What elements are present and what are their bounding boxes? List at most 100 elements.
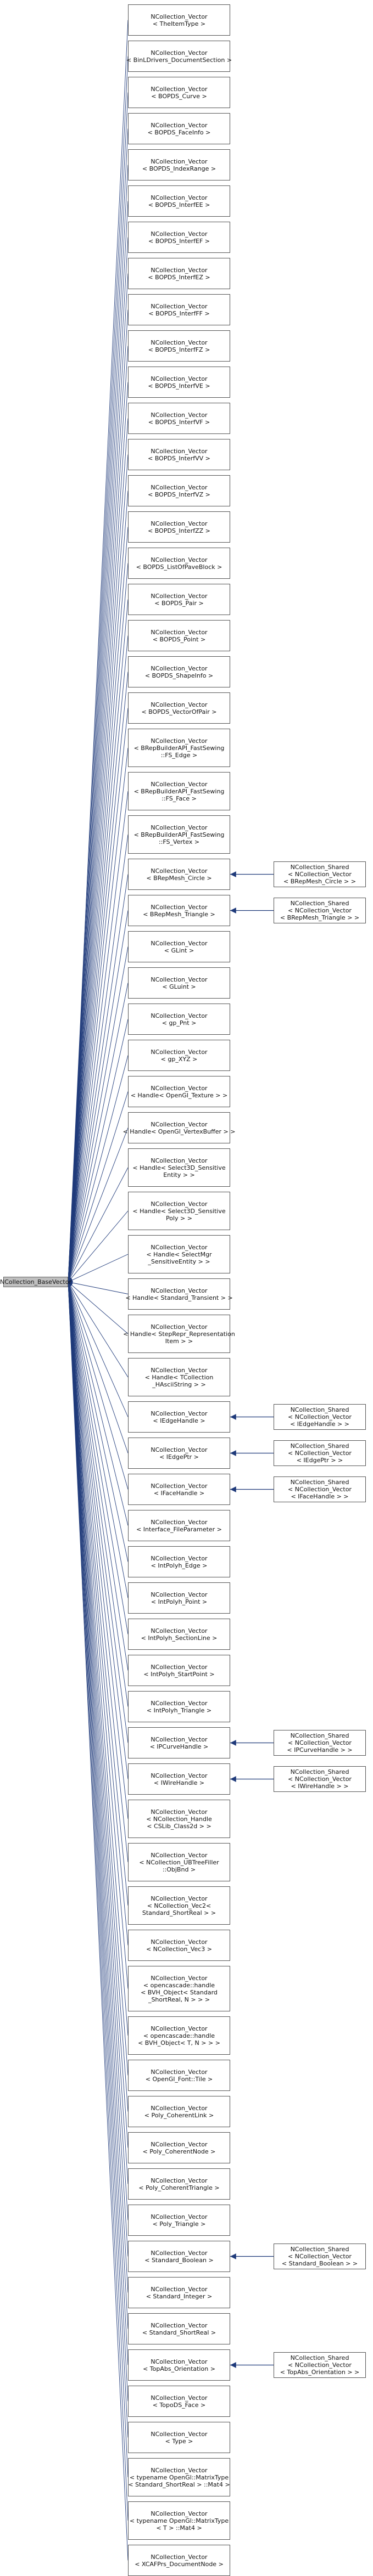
class-node-vector-handle-tcollection[interactable]: NCollection_Vector< Handle< TCollection_…: [128, 1358, 230, 1396]
class-node-ncollection-basevector[interactable]: NCollection_BaseVector: [0, 1277, 71, 1287]
class-node-vector-bopds-interfvz[interactable]: NCollection_Vector< BOPDS_InterfVZ >: [128, 475, 230, 506]
inheritance-edge-0: [66, 20, 129, 1282]
class-node-vector-theitemtype-label: NCollection_Vector: [151, 13, 208, 20]
class-node-vector-bopds-interfff[interactable]: NCollection_Vector< BOPDS_InterfFF >: [128, 294, 230, 325]
class-node-vector-intpolyh-startpoint[interactable]: NCollection_Vector< IntPolyh_StartPoint …: [128, 1655, 230, 1686]
class-node-vector-iedgehandle[interactable]: NCollection_Vector< IEdgeHandle >: [128, 1401, 230, 1433]
class-node-vector-bopds-faceinfo[interactable]: NCollection_Vector< BOPDS_FaceInfo >: [128, 113, 230, 144]
class-node-vector-opencascade-handle[interactable]: NCollection_Vector< opencascade::handle<…: [128, 1966, 230, 2011]
class-node-vector-brepbuilderapi-fastsewing-label: < BRepBuilderAPI_FastSewing: [133, 787, 225, 795]
class-node-vector-handle-opengl-vertexbuffer[interactable]: NCollection_Vector< Handle< OpenGl_Verte…: [123, 1112, 235, 1143]
class-node-vector-brepmesh-triangle[interactable]: NCollection_Vector< BRepMesh_Triangle >: [128, 895, 230, 926]
class-node-vector-bopds-interfzz[interactable]: NCollection_Vector< BOPDS_InterfZZ >: [128, 511, 230, 543]
class-node-vector-ncollection-handle[interactable]: NCollection_Vector< NCollection_Handle< …: [128, 1800, 230, 1838]
class-node-shared-iwirehandle[interactable]: NCollection_Shared< NCollection_Vector< …: [274, 1766, 366, 1792]
class-node-vector-typename-opengl-matrixtype[interactable]: NCollection_Vector< typename OpenGl::Mat…: [128, 2458, 230, 2496]
inheritance-edge-61: [66, 1282, 129, 2329]
inheritance-edge-56: [66, 1282, 129, 2148]
class-node-shared-iwirehandle-label: < IWireHandle > >: [291, 1783, 349, 1790]
class-node-vector-bopds-interfve[interactable]: NCollection_Vector< BOPDS_InterfVE >: [128, 367, 230, 398]
class-node-shared-standard-boolean[interactable]: NCollection_Shared< NCollection_Vector< …: [274, 2244, 366, 2269]
class-node-vector-ncollection-vec3[interactable]: NCollection_Vector< NCollection_Vec3 >: [128, 1930, 230, 1961]
class-node-vector-opencascade-handle-label: < BVH_Object< T, N > > >: [138, 2039, 220, 2047]
class-node-vector-ifacehandle[interactable]: NCollection_Vector< IFaceHandle >: [128, 1474, 230, 1505]
class-node-vector-bopds-interfee[interactable]: NCollection_Vector< BOPDS_InterfEE >: [128, 185, 230, 217]
class-node-vector-bopds-curve[interactable]: NCollection_Vector< BOPDS_Curve >: [128, 77, 230, 108]
class-node-vector-bopds-interfvf[interactable]: NCollection_Vector< BOPDS_InterfVF >: [128, 403, 230, 434]
class-node-vector-poly-coherenttriangle[interactable]: NCollection_Vector< Poly_CoherentTriangl…: [128, 2168, 230, 2200]
class-node-vector-poly-coherentlink-label: < Poly_CoherentLink >: [144, 2111, 214, 2119]
class-node-shared-topabs-orientation[interactable]: NCollection_Shared< NCollection_Vector< …: [274, 2352, 366, 2378]
class-node-vector-bopds-pair[interactable]: NCollection_Vector< BOPDS_Pair >: [128, 584, 230, 615]
class-node-vector-binldrivers-documentsection[interactable]: NCollection_Vector< BinLDrivers_Document…: [126, 41, 232, 72]
class-node-vector-handle-selectmgr[interactable]: NCollection_Vector< Handle< SelectMgr_Se…: [128, 1235, 230, 1273]
class-node-vector-intpolyh-edge[interactable]: NCollection_Vector< IntPolyh_Edge >: [128, 1546, 230, 1577]
class-node-vector-topabs-orientation[interactable]: NCollection_Vector< TopAbs_Orientation >: [128, 2349, 230, 2381]
class-node-vector-standard-boolean[interactable]: NCollection_Vector< Standard_Boolean >: [128, 2241, 230, 2272]
inheritance-edge-20: [66, 747, 129, 1282]
class-node-vector-gp-xyz-label: NCollection_Vector: [151, 1048, 208, 1056]
class-node-vector-opencascade-handle[interactable]: NCollection_Vector< opencascade::handle<…: [128, 2016, 230, 2055]
class-node-vector-bopds-shapeinfo[interactable]: NCollection_Vector< BOPDS_ShapeInfo >: [128, 656, 230, 687]
class-node-shared-ipcurvehandle-label: < NCollection_Vector: [288, 1739, 352, 1746]
class-node-vector-intpolyh-triangle[interactable]: NCollection_Vector< IntPolyh_Triangle >: [128, 1691, 230, 1722]
class-node-vector-bopds-interfve-label: < BOPDS_InterfVE >: [148, 382, 210, 390]
class-node-vector-handle-select3d-sensitive[interactable]: NCollection_Vector< Handle< Select3D_Sen…: [128, 1148, 230, 1187]
class-node-vector-handle-opengl-texture[interactable]: NCollection_Vector< Handle< OpenGl_Textu…: [128, 1076, 230, 1107]
class-node-shared-brepmesh-circle[interactable]: NCollection_Shared< NCollection_Vector< …: [274, 861, 366, 887]
class-node-vector-topods-face[interactable]: NCollection_Vector< TopoDS_Face >: [128, 2386, 230, 2417]
class-node-shared-iedgehandle-label: < IEdgeHandle > >: [290, 1421, 349, 1428]
class-node-vector-opencascade-handle-label: < opencascade::handle: [143, 2032, 215, 2039]
class-node-vector-intpolyh-sectionline[interactable]: NCollection_Vector< IntPolyh_SectionLine…: [128, 1619, 230, 1650]
class-node-shared-ifacehandle[interactable]: NCollection_Shared< NCollection_Vector< …: [274, 1476, 366, 1502]
class-node-vector-gluint[interactable]: NCollection_Vector< GLuint >: [128, 967, 230, 999]
class-node-vector-gp-pnt[interactable]: NCollection_Vector< gp_Pnt >: [128, 1004, 230, 1035]
class-node-shared-iedgeptr[interactable]: NCollection_Shared< NCollection_Vector< …: [274, 1440, 366, 1466]
class-node-vector-bopds-interfez[interactable]: NCollection_Vector< BOPDS_InterfEZ >: [128, 258, 230, 289]
class-node-vector-handle-steprepr-representation-label: Item > >: [165, 1337, 193, 1345]
class-node-shared-iedgehandle[interactable]: NCollection_Shared< NCollection_Vector< …: [274, 1404, 366, 1430]
class-node-vector-brepbuilderapi-fastsewing[interactable]: NCollection_Vector< BRepBuilderAPI_FastS…: [128, 772, 230, 810]
class-node-vector-handle-standard-transient[interactable]: NCollection_Vector< Handle< Standard_Tra…: [125, 1278, 233, 1310]
class-node-vector-opengl-font-tile[interactable]: NCollection_Vector< OpenGl_Font::Tile >: [128, 2060, 230, 2091]
class-node-vector-opengl-font-tile-label: NCollection_Vector: [151, 2068, 208, 2076]
class-node-vector-poly-coherentnode[interactable]: NCollection_Vector< Poly_CoherentNode >: [128, 2132, 230, 2163]
class-node-vector-brepmesh-circle[interactable]: NCollection_Vector< BRepMesh_Circle >: [128, 859, 230, 890]
class-node-vector-standard-integer[interactable]: NCollection_Vector< Standard_Integer >: [128, 2277, 230, 2308]
inheritance-edge-67: [66, 1282, 129, 2561]
class-node-vector-ncollection-ubtreefiller[interactable]: NCollection_Vector< NCollection_UBTreeFi…: [128, 1843, 230, 1881]
class-node-vector-poly-triangle[interactable]: NCollection_Vector< Poly_Triangle >: [128, 2205, 230, 2236]
class-node-vector-ncollection-vec2[interactable]: NCollection_Vector< NCollection_Vec2<Sta…: [128, 1886, 230, 1925]
class-node-vector-handle-select3d-sensitive[interactable]: NCollection_Vector< Handle< Select3D_Sen…: [128, 1192, 230, 1230]
class-node-vector-brepbuilderapi-fastsewing[interactable]: NCollection_Vector< BRepBuilderAPI_FastS…: [128, 729, 230, 767]
class-node-shared-brepmesh-triangle[interactable]: NCollection_Shared< NCollection_Vector< …: [274, 898, 366, 923]
class-node-vector-iwirehandle[interactable]: NCollection_Vector< IWireHandle >: [128, 1763, 230, 1795]
class-node-vector-bopds-indexrange[interactable]: NCollection_Vector< BOPDS_IndexRange >: [128, 149, 230, 181]
class-node-vector-bopds-vectorofpair[interactable]: NCollection_Vector< BOPDS_VectorOfPair >: [128, 692, 230, 724]
class-node-vector-poly-coherentlink[interactable]: NCollection_Vector< Poly_CoherentLink >: [128, 2096, 230, 2127]
class-node-vector-handle-steprepr-representation[interactable]: NCollection_Vector< Handle< StepRepr_Rep…: [123, 1315, 235, 1353]
class-node-vector-bopds-point[interactable]: NCollection_Vector< BOPDS_Point >: [128, 620, 230, 651]
class-node-vector-bopds-interffz[interactable]: NCollection_Vector< BOPDS_InterfFZ >: [128, 330, 230, 362]
class-node-vector-ipcurvehandle[interactable]: NCollection_Vector< IPCurveHandle >: [128, 1727, 230, 1758]
inheritance-edge-41: [66, 1282, 129, 1562]
class-node-vector-gp-xyz[interactable]: NCollection_Vector< gp_XYZ >: [128, 1040, 230, 1071]
class-node-vector-intpolyh-point[interactable]: NCollection_Vector< IntPolyh_Point >: [128, 1582, 230, 1614]
class-node-vector-interface-fileparameter[interactable]: NCollection_Vector< Interface_FileParame…: [128, 1510, 230, 1541]
class-node-vector-brepbuilderapi-fastsewing[interactable]: NCollection_Vector< BRepBuilderAPI_FastS…: [128, 815, 230, 854]
class-node-vector-theitemtype[interactable]: NCollection_Vector< TheItemType >: [128, 4, 230, 36]
class-node-vector-iedgeptr[interactable]: NCollection_Vector< IEdgePtr >: [128, 1438, 230, 1469]
class-node-vector-standard-shortreal[interactable]: NCollection_Vector< Standard_ShortReal >: [128, 2313, 230, 2344]
inheritance-edge-31: [68, 1167, 129, 1282]
class-node-vector-xcafprs-documentnode[interactable]: NCollection_Vector< XCAFPrs_DocumentNode…: [128, 2545, 230, 2576]
class-node-vector-type[interactable]: NCollection_Vector< Type >: [128, 2422, 230, 2453]
class-node-vector-interface-fileparameter-label: NCollection_Vector: [151, 1518, 208, 1526]
class-node-vector-bopds-interfvv[interactable]: NCollection_Vector< BOPDS_InterfVV >: [128, 439, 230, 470]
class-node-vector-opencascade-handle-label: < BVH_Object< Standard: [141, 1988, 218, 1996]
class-node-vector-glint-label: NCollection_Vector: [151, 939, 208, 947]
class-node-vector-typename-opengl-matrixtype[interactable]: NCollection_Vector< typename OpenGl::Mat…: [128, 2501, 230, 2540]
class-node-shared-ipcurvehandle[interactable]: NCollection_Shared< NCollection_Vector< …: [274, 1730, 366, 1756]
class-node-vector-glint[interactable]: NCollection_Vector< GLint >: [128, 931, 230, 962]
class-node-vector-bopds-listofpaveblock[interactable]: NCollection_Vector< BOPDS_ListOfPaveBloc…: [128, 548, 230, 579]
class-node-vector-bopds-interfef[interactable]: NCollection_Vector< BOPDS_InterfEF >: [128, 222, 230, 253]
